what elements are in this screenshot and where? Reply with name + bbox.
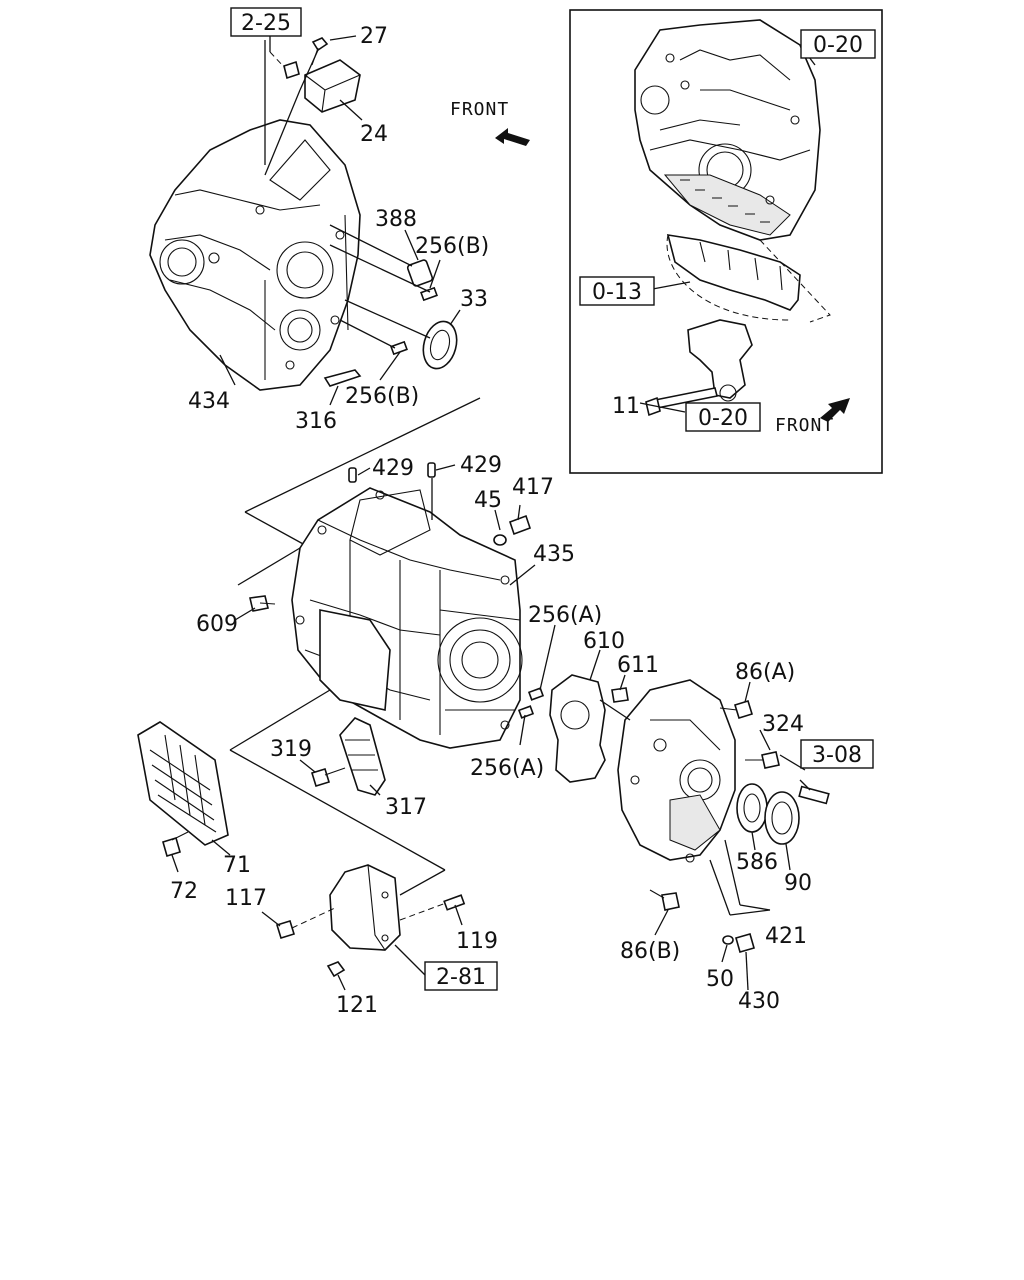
callout-24: 24 xyxy=(360,122,388,147)
callout-256a-1: 256(A) xyxy=(528,603,602,628)
callout-586: 586 xyxy=(736,850,778,875)
cover-24 xyxy=(304,59,361,113)
plug-430 xyxy=(735,933,755,953)
callout-50: 50 xyxy=(706,967,734,992)
callout-430: 430 xyxy=(738,989,780,1014)
clutch-housing-434 xyxy=(149,119,361,391)
callout-316: 316 xyxy=(295,409,337,434)
pin-256a-1 xyxy=(527,687,545,701)
ref-box-3-08: 3-08 xyxy=(812,743,862,768)
pin-429-2 xyxy=(427,462,436,520)
callout-435: 435 xyxy=(533,542,575,567)
callout-256a-2: 256(A) xyxy=(470,756,544,781)
pin-256b-1 xyxy=(420,286,438,302)
bolt-2-25 xyxy=(269,51,300,80)
plate-317 xyxy=(339,717,386,796)
gasket-610 xyxy=(549,674,606,783)
callout-119: 119 xyxy=(456,929,498,954)
callout-417: 417 xyxy=(512,475,554,500)
inset-guard-plate xyxy=(666,234,831,323)
bolt-86a xyxy=(719,700,753,719)
bolt-324 xyxy=(745,751,780,769)
callout-609: 609 xyxy=(196,612,238,637)
callout-72: 72 xyxy=(170,879,198,904)
seal-33 xyxy=(422,320,458,370)
bolt-117 xyxy=(276,907,336,939)
callout-90: 90 xyxy=(784,871,812,896)
sensor-3-08 xyxy=(798,785,830,805)
callout-117: 117 xyxy=(225,886,267,911)
callout-317: 317 xyxy=(385,795,427,820)
callout-33: 33 xyxy=(460,287,488,312)
pin-429-1 xyxy=(348,467,357,483)
pin-256a-2 xyxy=(517,705,535,719)
o-ring-50 xyxy=(722,935,734,945)
inset-panel xyxy=(569,9,883,474)
bolt-27 xyxy=(311,37,329,66)
pin-256b-2 xyxy=(390,340,408,356)
cover-2-81 xyxy=(329,864,401,951)
callout-45: 45 xyxy=(474,488,502,513)
bolt-609 xyxy=(249,595,276,612)
callout-319: 319 xyxy=(270,737,312,762)
bolt-611 xyxy=(611,687,629,703)
bolt-319 xyxy=(311,767,346,787)
plug-417 xyxy=(508,514,532,536)
callout-434: 434 xyxy=(188,389,230,414)
callout-86a: 86(A) xyxy=(735,660,795,685)
callout-256b-1: 256(B) xyxy=(415,234,489,259)
callout-610: 610 xyxy=(583,629,625,654)
ref-box-0-20-top: 0-20 xyxy=(813,33,863,58)
bolt-72 xyxy=(162,831,189,858)
front-arrow-inset-icon xyxy=(820,398,850,422)
callout-11: 11 xyxy=(612,394,640,419)
extension-housing-421 xyxy=(617,679,736,863)
front-label-inset: FRONT xyxy=(775,415,834,436)
inset-bolt-11 xyxy=(645,387,718,417)
bushing-388 xyxy=(406,259,434,287)
bolt-86b xyxy=(649,889,680,911)
front-arrow-main-icon xyxy=(495,128,530,146)
callout-86b: 86(B) xyxy=(620,939,680,964)
inset-mount-bracket xyxy=(687,319,753,402)
callout-429-2: 429 xyxy=(460,453,502,478)
ref-box-0-20-bottom: 0-20 xyxy=(698,406,748,431)
plate-316 xyxy=(323,369,362,387)
cover-plate-71 xyxy=(137,721,229,846)
callout-324: 324 xyxy=(762,712,804,737)
front-label-main: FRONT xyxy=(450,99,509,120)
callout-121: 121 xyxy=(336,993,378,1018)
seal-90 xyxy=(764,791,800,845)
callout-429-1: 429 xyxy=(372,456,414,481)
transmission-case-435 xyxy=(291,487,523,749)
callout-27: 27 xyxy=(360,24,388,49)
callout-71: 71 xyxy=(223,853,251,878)
nut-121 xyxy=(326,961,346,978)
o-ring-45 xyxy=(493,534,507,546)
ref-box-0-13: 0-13 xyxy=(592,280,642,305)
callout-421: 421 xyxy=(765,924,807,949)
ref-box-2-25: 2-25 xyxy=(241,11,291,36)
callout-388: 388 xyxy=(375,207,417,232)
inset-clutch-housing xyxy=(634,19,821,241)
bolt-119 xyxy=(399,894,466,921)
ref-box-2-81: 2-81 xyxy=(436,965,486,990)
seal-586 xyxy=(736,783,768,833)
callout-256b-2: 256(B) xyxy=(345,384,419,409)
callout-611: 611 xyxy=(617,653,659,678)
